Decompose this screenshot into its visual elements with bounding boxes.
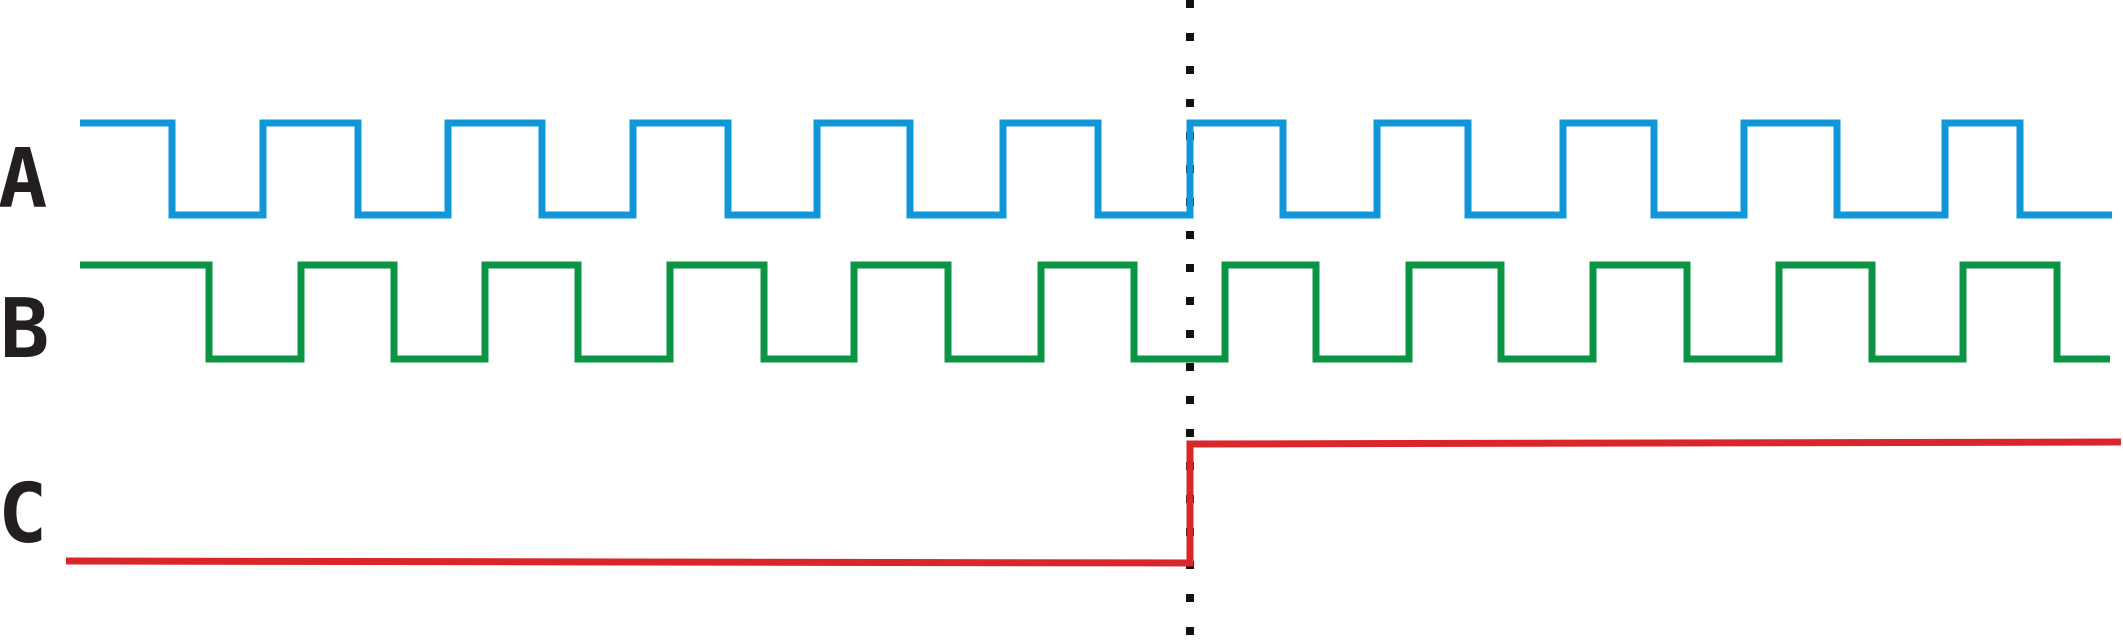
signal-a-waveform	[80, 119, 2112, 219]
signal-c-label: C	[0, 467, 47, 562]
signal-a-label: A	[0, 132, 47, 227]
signal-c-waveform	[65, 438, 2122, 567]
signal-b-label: B	[0, 282, 49, 377]
signal-b-waveform	[80, 261, 2110, 363]
